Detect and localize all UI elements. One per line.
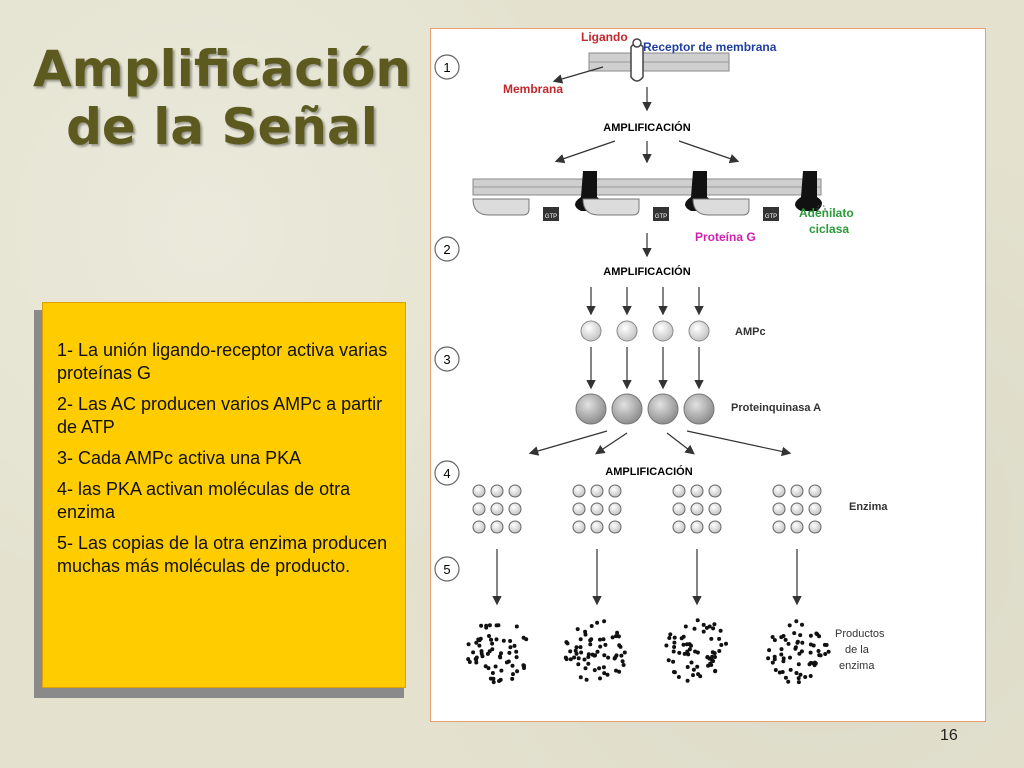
ampc-molecule-1	[580, 320, 602, 342]
signal-amplification-diagram: Ligando Receptor de membrana Membrana 1 …	[430, 28, 986, 722]
proteinquinasa-label: Proteinquinasa A	[731, 402, 821, 414]
gtp-box	[543, 207, 559, 221]
enzyme-grid-3	[672, 484, 722, 534]
arrow-amp1-right	[678, 140, 740, 164]
adenilato-label-line1: Adenilato	[799, 206, 854, 220]
title-line-2: de la Señal	[66, 98, 378, 156]
enzyme-grid-1	[472, 484, 522, 534]
membrane-receptor	[630, 38, 644, 82]
top-membrane	[588, 52, 730, 72]
diagram-svg: Ligando Receptor de membrana Membrana 1 …	[434, 30, 888, 685]
ligando-label: Ligando	[581, 30, 628, 44]
arrow-pka-far-right	[686, 430, 792, 457]
ampc-molecule-2	[616, 320, 638, 342]
gtp-label: GTP	[655, 214, 667, 220]
productos-label-line2: de la	[845, 644, 870, 656]
pka-molecule-3	[647, 393, 679, 425]
ampc-group	[580, 287, 710, 390]
enzyme-group	[472, 484, 822, 606]
gtp-box	[653, 207, 669, 221]
arrow-pka-right	[666, 432, 695, 455]
gtp-label: GTP	[765, 214, 777, 220]
step-2-badge: 2	[434, 236, 460, 262]
g-protein-unit-3: GTP	[692, 171, 826, 221]
product-cluster-2	[563, 619, 627, 682]
step-5-badge: 5	[434, 556, 460, 582]
enzyme-grid-4	[772, 484, 822, 534]
amplificacion-label-1: AMPLIFICACIÓN	[603, 121, 690, 134]
step-2-number: 2	[443, 242, 450, 257]
product-group	[466, 618, 831, 685]
gtp-box	[763, 207, 779, 221]
step-5-number: 5	[443, 562, 450, 577]
arrow-amp1-left	[554, 140, 616, 164]
step-4-number: 4	[443, 466, 450, 481]
explanation-textbox: 1- La unión ligando-receptor activa vari…	[42, 302, 406, 688]
explanation-item-5: 5- Las copias de la otra enzima producen…	[57, 533, 388, 576]
pka-group	[575, 393, 715, 425]
ampc-molecule-4	[688, 320, 710, 342]
slide-title: Amplificación de la Señal	[22, 40, 422, 156]
pka-molecule-4	[683, 393, 715, 425]
proteina-g-label: Proteína G	[695, 230, 756, 244]
g-protein-membrane	[472, 178, 822, 196]
enzima-label: Enzima	[849, 501, 888, 513]
pka-molecule-1	[575, 393, 607, 425]
pka-molecule-2	[611, 393, 643, 425]
amplificacion-label-2: AMPLIFICACIÓN	[603, 265, 690, 278]
ampc-label: AMPc	[735, 326, 766, 338]
ampc-molecule-3	[652, 320, 674, 342]
page-number: 16	[940, 727, 958, 744]
explanation-item-3: 3- Cada AMPc activa una PKA	[57, 448, 302, 468]
amplificacion-label-3: AMPLIFICACIÓN	[605, 465, 692, 478]
step-3-badge: 3	[434, 346, 460, 372]
enzyme-grid-2	[572, 484, 622, 534]
productos-label-line3: enzima	[839, 660, 875, 672]
product-cluster-4	[766, 619, 831, 685]
adenylate-cyclase-shape	[795, 171, 822, 211]
step-1-badge: 1	[434, 54, 460, 80]
step-3-number: 3	[443, 352, 450, 367]
arrow-pka-far-left	[528, 430, 608, 456]
g-protein-units: GTP GTP GTP	[472, 171, 826, 221]
ligand-shape	[632, 38, 642, 48]
receptor-label: Receptor de membrana	[643, 40, 777, 54]
g-protein-unit-1: GTP	[472, 171, 606, 221]
product-cluster-3	[664, 618, 728, 683]
explanation-item-4: 4- las PKA activan moléculas de otra enz…	[57, 479, 351, 522]
title-line-1: Amplificación	[32, 40, 412, 98]
gtp-label: GTP	[545, 214, 557, 220]
adenilato-label-line2: ciclasa	[809, 222, 849, 236]
explanation-item-1: 1- La unión ligando-receptor activa vari…	[57, 340, 388, 383]
explanation-item-2: 2- Las AC producen varios AMPc a partir …	[57, 394, 383, 437]
step-4-badge: 4	[434, 460, 460, 486]
product-cluster-1	[466, 623, 529, 685]
g-protein-unit-2: GTP	[582, 171, 716, 221]
membrana-label: Membrana	[503, 82, 563, 96]
step-1-number: 1	[443, 60, 450, 75]
productos-label-line1: Productos	[835, 628, 885, 640]
membrana-pointer	[552, 66, 604, 84]
arrow-pka-left	[595, 432, 628, 455]
